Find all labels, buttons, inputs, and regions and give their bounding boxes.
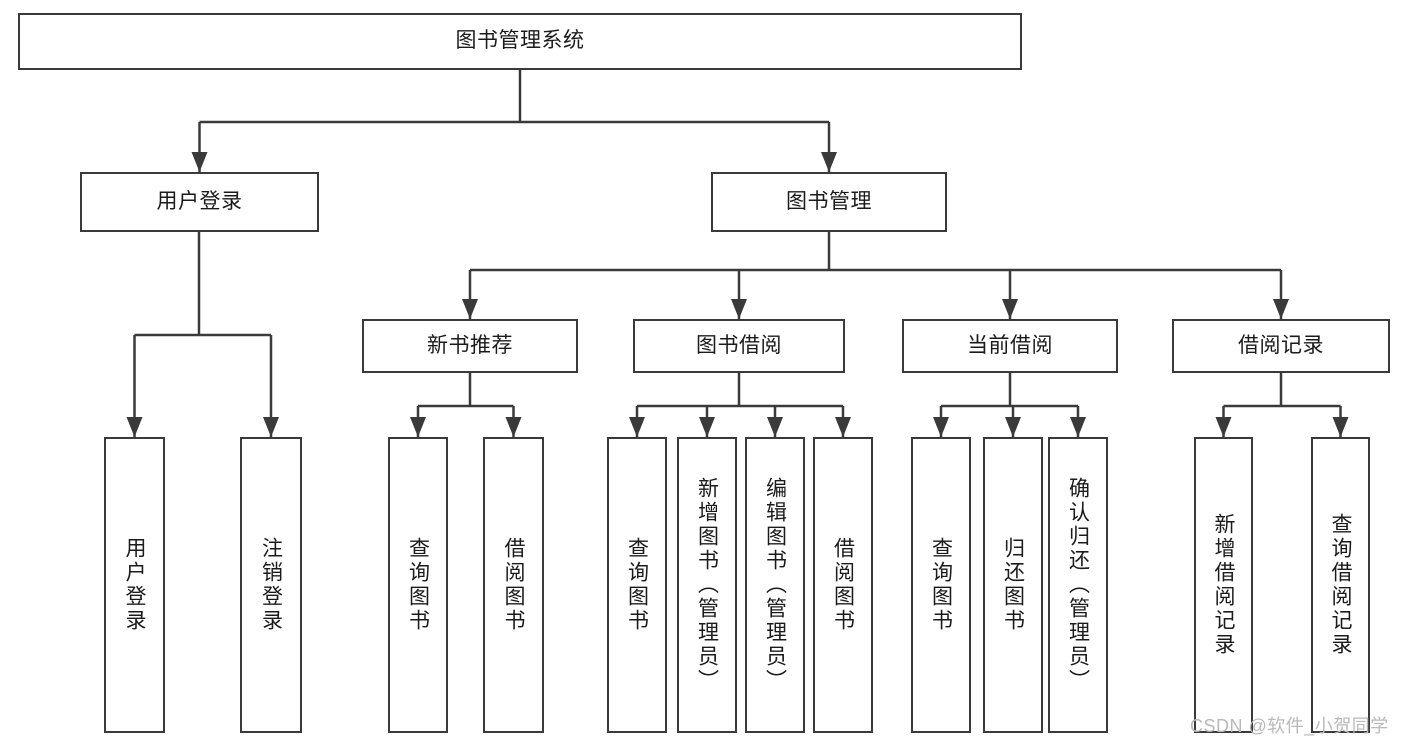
node-leaf-borrow-2: 借阅图书 [813, 437, 873, 733]
node-label-current-borrow: 当前借阅 [967, 333, 1053, 357]
node-label-book-manage: 图书管理 [786, 189, 872, 213]
edge-arrowhead [410, 417, 426, 437]
edge-arrowhead [699, 417, 715, 437]
node-leaf-edit-book: 编辑图书（管理员） [745, 437, 805, 733]
edge-arrowhead [835, 417, 851, 437]
node-label-leaf-query-1: 查询图书 [406, 537, 430, 633]
node-label-leaf-confirm: 确认归还（管理员） [1066, 477, 1090, 693]
edge-arrowhead [1332, 417, 1349, 437]
edge-arrowhead [1002, 299, 1018, 319]
node-new-book-rec: 新书推荐 [362, 319, 578, 373]
edge-arrowhead [731, 299, 747, 319]
edge-arrowhead [1070, 417, 1086, 437]
node-label-new-book-rec: 新书推荐 [427, 333, 513, 357]
node-label-leaf-user-login: 用户登录 [123, 537, 146, 633]
node-book-borrow: 图书借阅 [633, 319, 845, 373]
node-label-leaf-borrow-2: 借阅图书 [831, 537, 855, 633]
edge-arrowhead [505, 417, 522, 437]
node-leaf-add-book: 新增图书（管理员） [677, 437, 737, 733]
node-leaf-logout: 注销登录 [240, 437, 302, 733]
csdn-watermark: CSDN @软件_小贺同学 [1190, 716, 1389, 736]
edge-arrowhead [1273, 299, 1289, 319]
edge-arrowhead [767, 417, 783, 437]
edge-arrowhead [462, 299, 478, 319]
node-label-leaf-query-3: 查询图书 [929, 537, 953, 633]
node-label-book-borrow: 图书借阅 [696, 333, 782, 357]
edge-arrowhead [933, 417, 949, 437]
node-leaf-query-1: 查询图书 [388, 437, 448, 733]
node-label-leaf-borrow-1: 借阅图书 [502, 537, 525, 633]
edge-arrowhead [1005, 417, 1021, 437]
node-label-leaf-edit-book: 编辑图书（管理员） [763, 477, 787, 693]
edge-arrowhead [1215, 417, 1232, 437]
edge-arrowhead [191, 152, 208, 172]
node-leaf-add-rec: 新增借阅记录 [1194, 437, 1253, 733]
node-leaf-confirm: 确认归还（管理员） [1048, 437, 1108, 733]
node-label-leaf-add-book: 新增图书（管理员） [695, 477, 719, 693]
node-label-leaf-return: 归还图书 [1001, 537, 1025, 633]
node-leaf-borrow-1: 借阅图书 [483, 437, 544, 733]
node-label-user-login: 用户登录 [156, 189, 243, 213]
node-label-leaf-logout: 注销登录 [259, 537, 283, 633]
node-leaf-return: 归还图书 [983, 437, 1043, 733]
node-label-root: 图书管理系统 [455, 29, 585, 53]
node-label-leaf-query-2: 查询图书 [625, 537, 649, 633]
node-leaf-query-3: 查询图书 [911, 437, 971, 733]
node-borrow-record: 借阅记录 [1172, 319, 1390, 373]
node-user-login: 用户登录 [80, 172, 319, 232]
node-leaf-query-rec: 查询借阅记录 [1311, 437, 1370, 733]
node-label-leaf-add-rec: 新增借阅记录 [1212, 513, 1235, 657]
edge-arrowhead [126, 417, 143, 437]
edge-arrowhead [821, 152, 837, 172]
node-book-manage: 图书管理 [711, 172, 947, 232]
node-root: 图书管理系统 [18, 13, 1022, 70]
node-label-borrow-record: 借阅记录 [1238, 333, 1324, 357]
node-leaf-query-2: 查询图书 [607, 437, 667, 733]
node-leaf-user-login: 用户登录 [104, 437, 165, 733]
node-label-leaf-query-rec: 查询借阅记录 [1329, 513, 1352, 657]
node-current-borrow: 当前借阅 [902, 319, 1118, 373]
edge-arrowhead [263, 417, 279, 437]
edge-arrowhead [629, 417, 645, 437]
